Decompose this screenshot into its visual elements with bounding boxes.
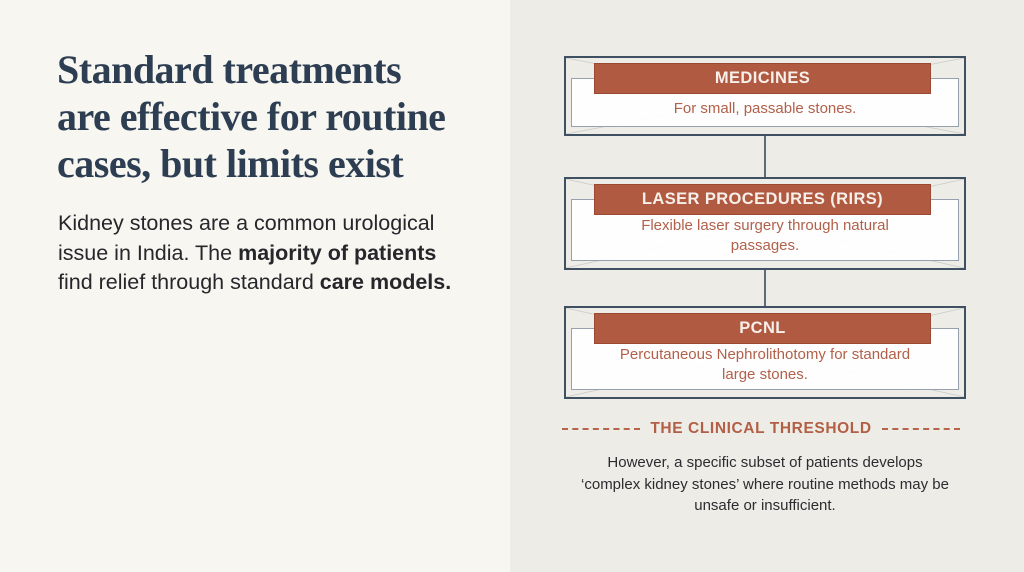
- node-title: MEDICINES: [714, 69, 811, 87]
- intro-paragraph: Kidney stones are a common urological is…: [58, 209, 468, 298]
- node-header-pcnl: PCNL: [594, 313, 931, 344]
- connector-line-1: [764, 136, 766, 177]
- node-title: PCNL: [739, 319, 786, 337]
- node-description: Percutaneous Nephrolithotomy for standar…: [566, 344, 964, 386]
- flowchart-panel: MEDICINES For small, passable stones. LA…: [510, 0, 1024, 572]
- node-description-text: Percutaneous Nephrolithotomy for standar…: [619, 346, 911, 383]
- node-header-medicines: MEDICINES: [594, 63, 931, 94]
- node-title: LASER PROCEDURES (RIRS): [641, 190, 884, 208]
- node-header-laser-procedures: LASER PROCEDURES (RIRS): [594, 184, 931, 215]
- threshold-label: THE CLINICAL THRESHOLD: [650, 420, 872, 437]
- title-line-2: are effective for routine: [57, 94, 446, 139]
- flowchart: MEDICINES For small, passable stones. LA…: [562, 56, 966, 556]
- node-description-text: Flexible laser surgery through natural p…: [641, 217, 889, 254]
- left-panel: Standard treatments are effective for ro…: [0, 0, 510, 572]
- node-description: For small, passable stones.: [566, 94, 964, 123]
- intro-text-1: Kidney stones are a common urological is…: [58, 211, 435, 265]
- page-title: Standard treatments are effective for ro…: [57, 46, 446, 187]
- intro-bold-2: care models.: [319, 270, 452, 294]
- node-description-text: For small, passable stones.: [673, 99, 857, 117]
- dashed-line-left: [562, 428, 641, 430]
- node-description: Flexible laser surgery through natural p…: [566, 215, 964, 257]
- flow-node-medicines: MEDICINES For small, passable stones.: [564, 56, 966, 136]
- intro-text-2: find relief through standard: [58, 270, 320, 294]
- clinical-threshold-divider: THE CLINICAL THRESHOLD: [562, 420, 960, 438]
- connector-line-2: [764, 270, 766, 306]
- title-line-3: cases, but limits exist: [57, 141, 404, 186]
- threshold-footnote: However, a specific subset of patients d…: [581, 454, 949, 514]
- flow-node-pcnl: PCNL Percutaneous Nephrolithotomy for st…: [564, 306, 966, 399]
- title-line-1: Standard treatments: [57, 47, 402, 92]
- intro-bold-1: majority of patients: [238, 240, 437, 265]
- flow-node-laser-procedures: LASER PROCEDURES (RIRS) Flexible laser s…: [564, 177, 966, 270]
- dashed-line-right: [881, 428, 960, 430]
